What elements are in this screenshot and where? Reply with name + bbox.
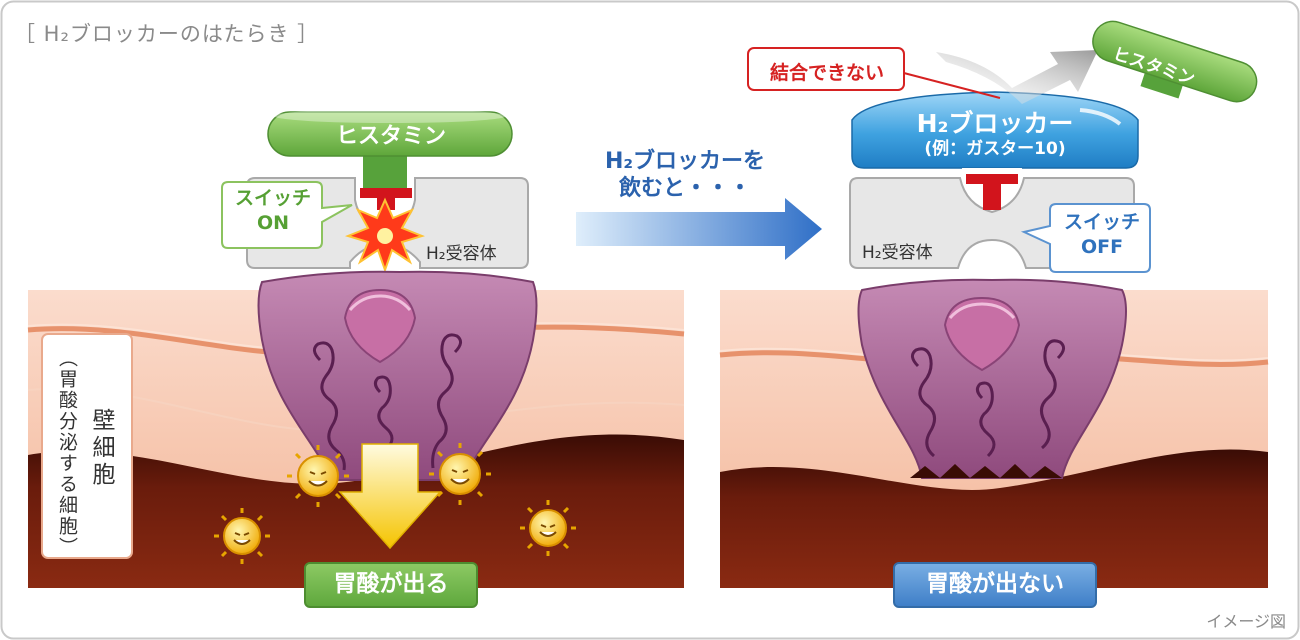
acid-sun-icon xyxy=(520,500,576,556)
right-receptor-label: H₂受容体 xyxy=(862,243,933,263)
cannot-bind-label: 結合できない xyxy=(769,62,884,84)
blocker-example: (例：ガスター10) xyxy=(924,139,1066,159)
acid-sun-icon xyxy=(287,445,349,507)
flying-histamine xyxy=(1092,20,1258,103)
cannot-bind-tag xyxy=(747,47,1001,99)
h2-blocker xyxy=(851,91,1139,210)
result-acid-not-released: 胃酸が出ない xyxy=(893,562,1097,608)
cell-label-main: 壁細胞 xyxy=(88,408,114,489)
acid-sun-icon xyxy=(429,443,491,505)
diagram-title: ［ H₂ブロッカーのはたらき ］ xyxy=(14,22,320,46)
cell-label-sub: （胃酸分泌する細胞） xyxy=(56,348,78,558)
left-histamine xyxy=(267,109,513,190)
acid-sun-icon xyxy=(214,508,270,564)
transition-arrow xyxy=(576,198,822,260)
switch-off-callout xyxy=(1020,203,1151,273)
switch-on-label: スイッチ ON xyxy=(234,187,311,234)
switch-off-label: スイッチ OFF xyxy=(1063,211,1140,258)
transition-text: H₂ブロッカーを 飲むと・・・ xyxy=(604,149,766,201)
acid-down-arrow xyxy=(338,443,442,550)
left-histamine-label: ヒスタミン xyxy=(335,124,446,149)
cell-label-box xyxy=(41,333,133,559)
left-receptor-label: H₂受容体 xyxy=(426,244,497,264)
blocker-name: H₂ブロッカー xyxy=(916,109,1074,138)
result-acid-released: 胃酸が出る xyxy=(304,562,478,608)
image-caption: イメージ図 xyxy=(1206,612,1286,631)
deflection-arrow xyxy=(936,50,1098,104)
right-parietal-cell xyxy=(857,278,1127,479)
switch-on-callout xyxy=(221,181,353,249)
left-parietal-cell xyxy=(257,270,538,481)
